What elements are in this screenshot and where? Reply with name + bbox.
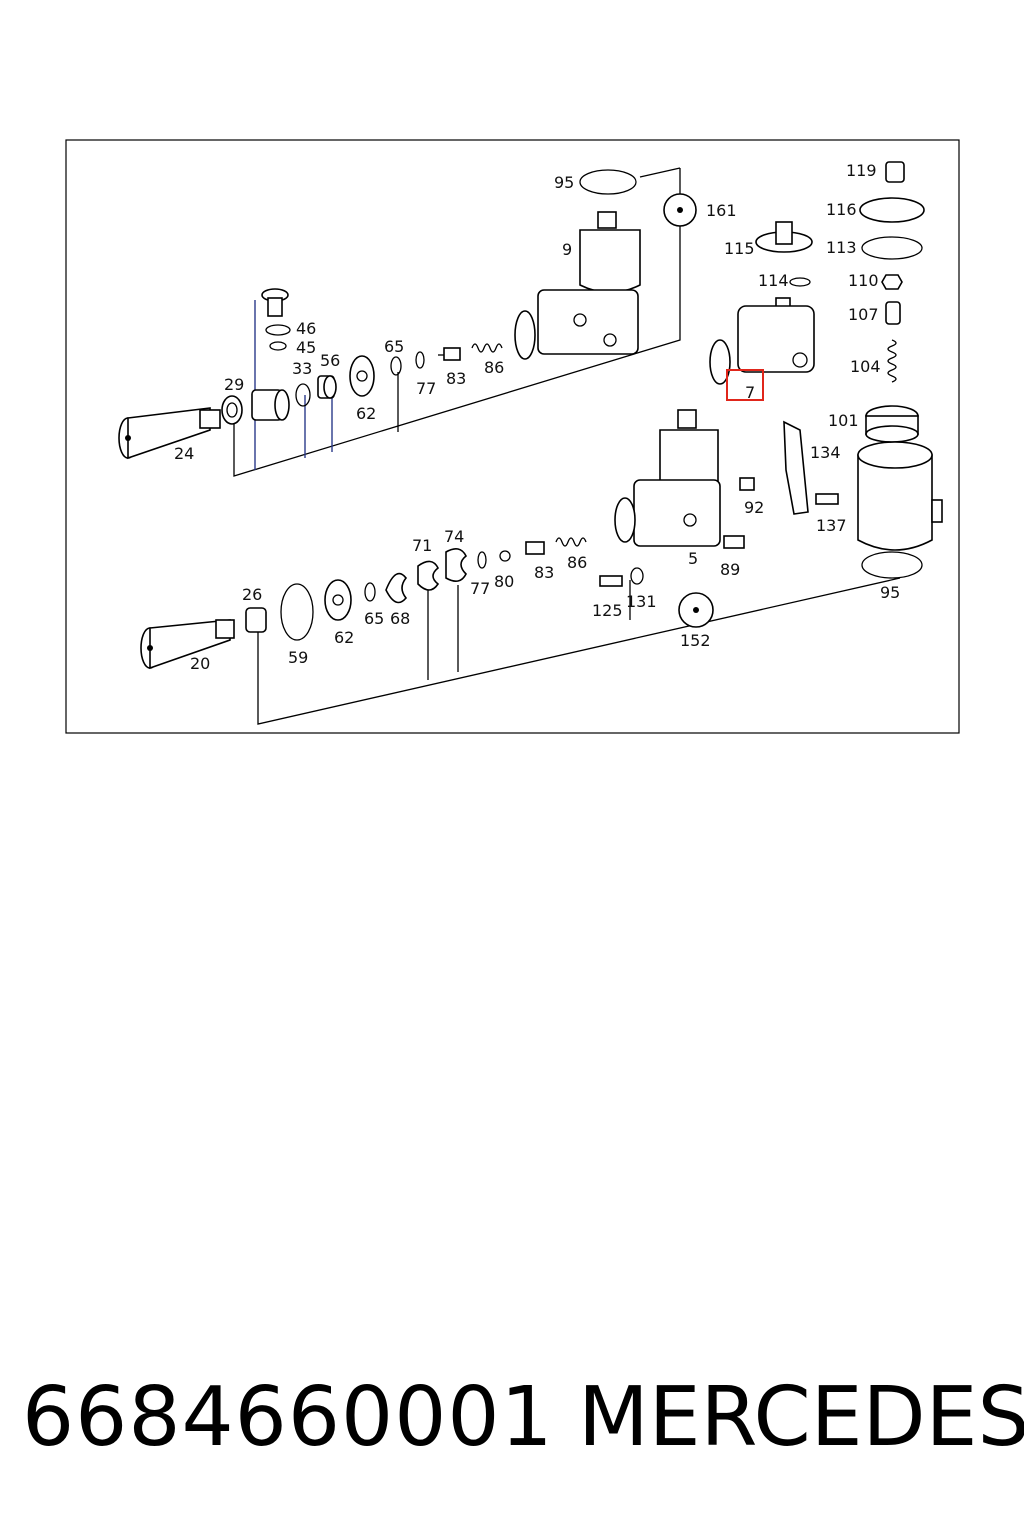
label-83b: 83 bbox=[534, 563, 554, 582]
label-115: 115 bbox=[724, 239, 755, 258]
label-46: 46 bbox=[296, 319, 316, 338]
label-80: 80 bbox=[494, 572, 514, 591]
bolt-89-icon bbox=[723, 535, 745, 549]
shaft-24-icon bbox=[118, 407, 221, 460]
label-86b: 86 bbox=[567, 553, 587, 572]
plug-46-icon bbox=[261, 288, 289, 317]
seal-59-icon bbox=[280, 583, 314, 641]
label-125: 125 bbox=[592, 601, 623, 620]
valve-83a-icon bbox=[438, 347, 461, 361]
pump-9-icon bbox=[514, 211, 641, 360]
label-131: 131 bbox=[626, 592, 657, 611]
label-5: 5 bbox=[688, 549, 698, 568]
label-20: 20 bbox=[190, 654, 210, 673]
label-77b: 77 bbox=[470, 579, 490, 598]
nut-119-icon bbox=[885, 161, 905, 183]
label-29: 29 bbox=[224, 375, 244, 394]
seal-33-icon bbox=[295, 383, 311, 407]
label-110: 110 bbox=[848, 271, 879, 290]
plate-71-icon bbox=[417, 560, 440, 591]
label-59: 59 bbox=[288, 648, 308, 667]
parts-diagram: 95 161 9 119 116 115 113 114 110 107 104… bbox=[0, 0, 1024, 760]
spring-104-icon bbox=[887, 339, 897, 383]
reservoir-icon bbox=[857, 441, 943, 551]
bolt-125-icon bbox=[599, 575, 623, 587]
label-119: 119 bbox=[846, 161, 877, 180]
shaft-20-icon bbox=[140, 619, 235, 670]
plate-74-icon bbox=[445, 548, 468, 582]
seal-95a-icon bbox=[579, 169, 637, 195]
label-95a: 95 bbox=[554, 173, 574, 192]
label-101: 101 bbox=[828, 411, 859, 430]
rotor-62a-icon bbox=[349, 355, 375, 397]
label-83a: 83 bbox=[446, 369, 466, 388]
label-113: 113 bbox=[826, 238, 857, 257]
label-68: 68 bbox=[390, 609, 410, 628]
filter-101-icon bbox=[865, 405, 919, 443]
rotor-62b-icon bbox=[324, 579, 352, 621]
bolt-107-icon bbox=[885, 301, 901, 325]
label-33: 33 bbox=[292, 359, 312, 378]
diagram-border bbox=[65, 139, 960, 734]
bolt-137-icon bbox=[815, 493, 839, 505]
ring-77a-icon bbox=[415, 351, 425, 369]
ring-65b-icon bbox=[364, 582, 376, 602]
label-161: 161 bbox=[706, 201, 737, 220]
label-104: 104 bbox=[850, 357, 881, 376]
label-89: 89 bbox=[720, 560, 740, 579]
highlight-box-7 bbox=[726, 369, 764, 401]
label-116: 116 bbox=[826, 200, 857, 219]
nut-110-icon bbox=[881, 274, 903, 290]
label-56: 56 bbox=[320, 351, 340, 370]
seal-113-icon bbox=[861, 236, 923, 260]
ring-114-icon bbox=[789, 277, 811, 287]
label-7: 7 bbox=[745, 383, 755, 402]
bracket-134-icon bbox=[783, 420, 809, 515]
bolt-92-icon bbox=[739, 477, 755, 491]
part-number: 6684660001 bbox=[22, 1370, 554, 1465]
spring-86b-icon bbox=[555, 537, 587, 547]
bearing-56-icon bbox=[317, 375, 337, 399]
cap-116-icon bbox=[859, 197, 925, 223]
label-65a: 65 bbox=[384, 337, 404, 356]
label-26: 26 bbox=[242, 585, 262, 604]
footer-caption: 6684660001 MERCEDES bbox=[0, 1368, 1024, 1468]
label-92: 92 bbox=[744, 498, 764, 517]
plate-68-icon bbox=[385, 572, 408, 604]
label-107: 107 bbox=[848, 305, 879, 324]
label-24: 24 bbox=[174, 444, 194, 463]
flange-161-icon bbox=[663, 193, 697, 227]
label-95b: 95 bbox=[880, 583, 900, 602]
lower-bracket-line bbox=[257, 577, 901, 725]
seal-95b-icon bbox=[861, 551, 923, 579]
label-114: 114 bbox=[758, 271, 789, 290]
brand-name: MERCEDES bbox=[578, 1370, 1024, 1465]
label-77a: 77 bbox=[416, 379, 436, 398]
label-9: 9 bbox=[562, 240, 572, 259]
valve-sleeve-icon bbox=[251, 389, 290, 421]
pump-5-icon bbox=[614, 409, 721, 547]
label-62a: 62 bbox=[356, 404, 376, 423]
label-137: 137 bbox=[816, 516, 847, 535]
bearing-29-icon bbox=[221, 395, 243, 425]
bearing-26-icon bbox=[245, 607, 267, 633]
label-71: 71 bbox=[412, 536, 432, 555]
cover-115-icon bbox=[755, 221, 813, 253]
ring-77b-icon bbox=[477, 551, 487, 569]
upper-bracket-line bbox=[233, 168, 681, 477]
label-86a: 86 bbox=[484, 358, 504, 377]
ring-65a-icon bbox=[390, 356, 402, 376]
label-134: 134 bbox=[810, 443, 841, 462]
label-74: 74 bbox=[444, 527, 464, 546]
pump-7-icon bbox=[709, 297, 815, 385]
washer-131-icon bbox=[630, 567, 644, 585]
valve-83b-icon bbox=[525, 541, 545, 555]
flange-152-icon bbox=[678, 592, 714, 628]
spring-86a-icon bbox=[471, 343, 503, 353]
label-152: 152 bbox=[680, 631, 711, 650]
ball-80-icon bbox=[499, 550, 511, 562]
label-62b: 62 bbox=[334, 628, 354, 647]
label-65b: 65 bbox=[364, 609, 384, 628]
label-45: 45 bbox=[296, 338, 316, 357]
